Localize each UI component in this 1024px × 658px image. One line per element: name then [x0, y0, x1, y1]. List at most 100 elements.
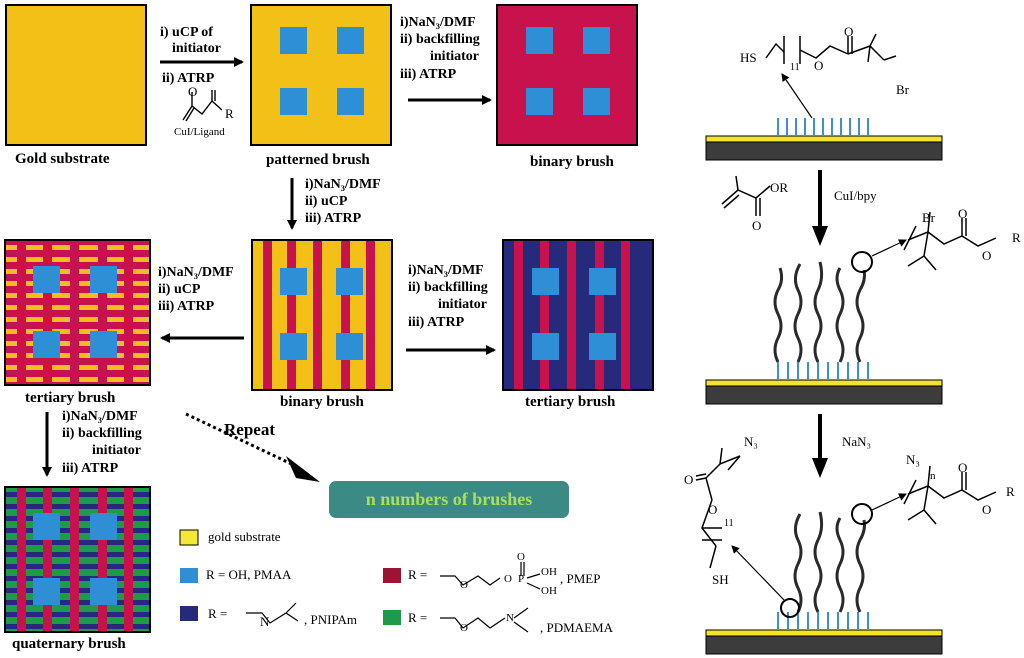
chem-br-chain: Br	[922, 210, 935, 225]
step-b-line2: ii) backfilling	[400, 32, 480, 47]
tertiary-brush-square-right	[502, 239, 654, 391]
acrylate-structure	[721, 175, 771, 216]
chem-o-chain2: O	[982, 248, 992, 263]
step-b-line4: iii) ATRP	[400, 67, 457, 82]
chem-o-left1: O	[684, 472, 694, 487]
step-f-line4: iii) ATRP	[62, 461, 119, 476]
monomer-structure	[182, 90, 223, 122]
repeat-arrowhead	[286, 456, 320, 482]
br-chain-end-structure	[903, 211, 997, 271]
chem-o-carbonyl: O	[844, 24, 854, 39]
caption-tertiary-brush-left: tertiary brush	[25, 390, 116, 406]
legend-pnipam-name: , PNIPAm	[304, 612, 357, 627]
chem-o-ester: O	[814, 58, 824, 73]
step-b-line1: i)NaN₃/DMF	[400, 15, 476, 30]
legend-pnipam-group	[246, 602, 299, 624]
chem-n-subscript: n	[930, 470, 936, 482]
caption-binary-brush-mid: binary brush	[280, 394, 364, 410]
legend-pdmaema-group	[440, 607, 529, 633]
legend-swatch-pdmaema	[383, 610, 401, 625]
legend-pmep-o3: O	[517, 551, 525, 563]
chem-n3-right: N₃	[906, 452, 920, 467]
legend-pmep-group	[440, 562, 541, 590]
chem-n3-left: N₃	[744, 434, 758, 449]
step-d-line1: i)NaN₃/DMF	[158, 265, 234, 280]
caption-binary-brush-top: binary brush	[530, 154, 614, 170]
monomer-r-label: R	[225, 106, 234, 121]
step-f-line2: ii) backfilling	[62, 426, 142, 441]
step-a-catalyst: CuI/Ligand	[174, 126, 225, 138]
legend-pdmaema-n: N	[506, 612, 514, 624]
legend-pdmaema-r: R =	[408, 610, 428, 625]
chem-sh: SH	[712, 572, 729, 587]
chem-nan3: NaN₃	[842, 434, 872, 449]
chem-o-chain1: O	[958, 206, 968, 221]
step-d-line3: iii) ATRP	[158, 299, 215, 314]
tertiary-brush-square-left	[4, 239, 151, 386]
legend-pnipam-r: R =	[208, 606, 228, 621]
step-e-line1: i)NaN₃/DMF	[408, 263, 484, 278]
step-c-line1: i)NaN₃/DMF	[305, 177, 381, 192]
legend-pmep-oh1: OH	[541, 566, 557, 578]
step-a-line2: initiator	[172, 41, 221, 56]
n-brushes-box: n numbers of brushes	[329, 481, 569, 518]
patterned-brush-square	[250, 4, 392, 146]
chem-o-chain4: O	[982, 502, 992, 517]
chem-r-chain1: R	[1012, 230, 1021, 245]
caption-gold-substrate: Gold substrate	[15, 151, 110, 167]
pointer-initiator	[781, 73, 813, 119]
caption-tertiary-brush-right: tertiary brush	[525, 394, 616, 410]
legend-pmep-name: , PMEP	[560, 571, 601, 586]
substrate-3	[705, 503, 943, 655]
legend-pmep-r: R =	[408, 567, 428, 582]
legend-swatch-pmep	[383, 568, 401, 583]
gold-substrate-square	[5, 4, 147, 146]
chem-hs: HS	[740, 50, 757, 65]
n3-chain-end-structure	[903, 465, 997, 525]
substrate-1	[705, 118, 943, 161]
step-a-line3: ii) ATRP	[162, 71, 215, 86]
caption-quaternary-brush: quaternary brush	[12, 636, 126, 652]
pointer-n3-chain	[871, 493, 907, 511]
thiol-initiator-structure	[765, 33, 897, 64]
quaternary-brush-square	[4, 486, 151, 633]
legend-pnipam-n: N	[260, 614, 270, 629]
chem-o-acrylate: O	[752, 218, 762, 233]
pointer-br-chain	[871, 239, 907, 257]
legend-pmep-p: P	[518, 573, 525, 585]
step-f-line3: initiator	[92, 443, 141, 458]
legend-gold-label: gold substrate	[208, 529, 281, 544]
binary-brush-square-mid	[251, 239, 393, 391]
step-d-line2: ii) uCP	[158, 282, 201, 297]
azide-initiator-structure	[695, 447, 741, 569]
legend-pdmaema-o: O	[460, 622, 468, 634]
binary-brush-square-top	[496, 4, 638, 146]
chem-n11-left: 11	[724, 518, 734, 529]
caption-patterned-brush: patterned brush	[266, 152, 370, 168]
repeat-label: Repeat	[224, 420, 275, 439]
legend-swatch-pnipam	[180, 606, 198, 621]
chem-n11: 11	[790, 62, 800, 73]
chem-o-chain3: O	[958, 460, 968, 475]
step-b-line3: initiator	[430, 49, 479, 64]
chem-cu-bpy: CuI/bpy	[834, 188, 877, 203]
chem-o-left2: O	[708, 502, 718, 517]
step-a-line1: i) uCP of	[160, 25, 213, 40]
legend-pmep-o2: O	[504, 573, 512, 585]
legend-pmaa-label: R = OH, PMAA	[206, 567, 292, 582]
substrate-2	[705, 251, 943, 405]
legend-swatch-gold	[179, 529, 199, 546]
chem-r-chain2: R	[1006, 484, 1015, 499]
step-c-line2: ii) uCP	[305, 194, 348, 209]
step-e-line4: iii) ATRP	[408, 315, 465, 330]
monomer-o-label: O	[188, 84, 198, 99]
legend-swatch-pmaa	[180, 568, 198, 583]
pointer-backfill	[731, 545, 785, 601]
chem-or: OR	[770, 180, 789, 195]
step-e-line3: initiator	[438, 297, 487, 312]
legend-pmep-oh2: OH	[541, 585, 557, 597]
step-f-line1: i)NaN₃/DMF	[62, 409, 138, 424]
chem-br-top: Br	[896, 82, 909, 97]
